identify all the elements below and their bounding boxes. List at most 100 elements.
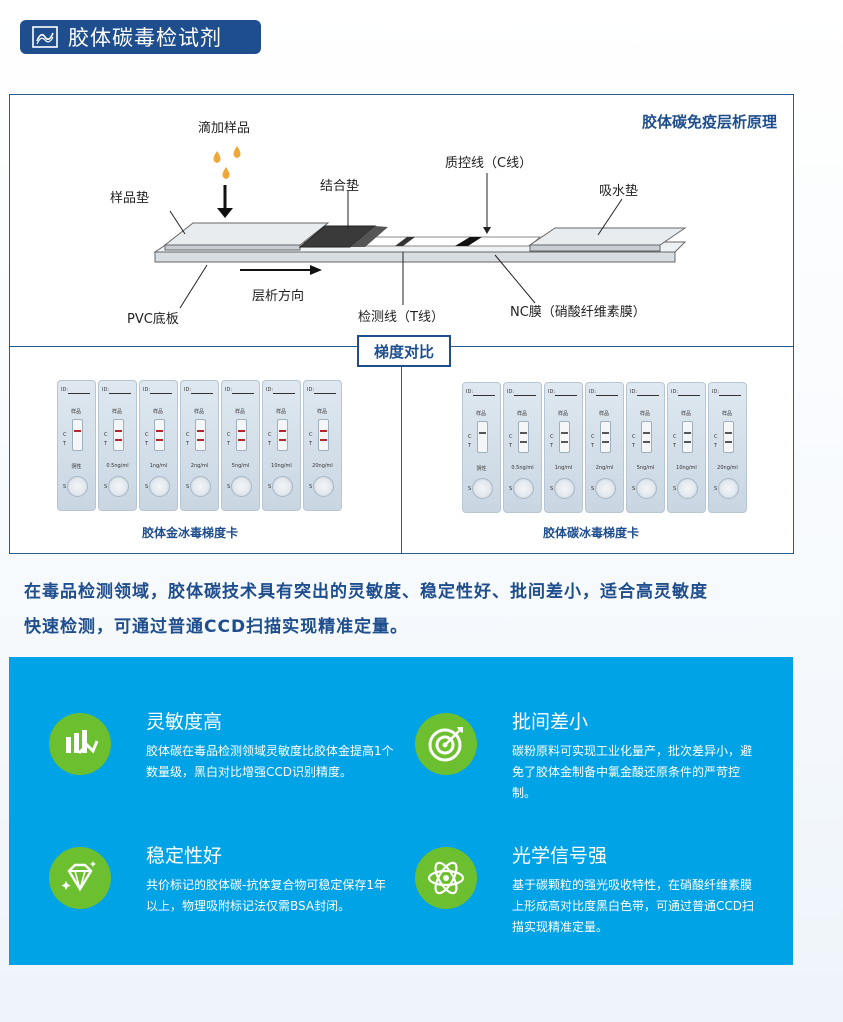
test-line-mark bbox=[238, 439, 245, 441]
control-line-mark bbox=[684, 432, 691, 434]
feature-title: 稳定性好 bbox=[146, 845, 223, 867]
control-line-mark bbox=[643, 432, 650, 434]
test-line-mark bbox=[115, 439, 122, 441]
arrow-down-icon bbox=[217, 208, 233, 218]
features-panel: 灵敏度高 胶体碳在毒品检测领域灵敏度比胶体金提高1个数量级，黑白对比增强CCD识… bbox=[9, 657, 793, 965]
test-line-mark bbox=[156, 439, 163, 441]
card-id-underline bbox=[473, 395, 495, 396]
card-id-underline bbox=[109, 393, 131, 394]
feature-icon-bg bbox=[415, 847, 477, 909]
card-s-mark: S bbox=[227, 484, 231, 490]
card-sample-label: 样品 bbox=[640, 411, 651, 417]
card-c-mark: C bbox=[268, 432, 272, 438]
card-id-label: ID: bbox=[102, 387, 110, 393]
card-s-mark: S bbox=[550, 486, 554, 492]
card-concentration-label: 20ng/ml bbox=[312, 463, 333, 469]
atom-icon bbox=[427, 861, 465, 895]
card-c-mark: C bbox=[714, 434, 718, 440]
card-id-label: ID: bbox=[61, 387, 69, 393]
card-c-mark: C bbox=[227, 432, 231, 438]
diagram-title: 胶体碳免疫层析原理 bbox=[641, 113, 777, 131]
control-line-mark bbox=[455, 237, 482, 246]
feature-icon-bg bbox=[415, 713, 477, 775]
sample-drop-icon bbox=[233, 146, 241, 158]
card-s-mark: S bbox=[591, 486, 595, 492]
test-line-mark bbox=[725, 441, 732, 443]
control-line-mark bbox=[156, 430, 163, 432]
drop-sample-label: 滴加样品 bbox=[198, 121, 251, 136]
nc-membrane-label: NC膜（硝酸纤维素膜） bbox=[510, 305, 646, 320]
card-result-window bbox=[477, 421, 488, 453]
card-sample-label: 样品 bbox=[558, 411, 569, 417]
card-id-label: ID: bbox=[307, 387, 315, 393]
feature-title: 批间差小 bbox=[512, 711, 589, 733]
card-id-underline bbox=[555, 395, 577, 396]
diamond-icon bbox=[61, 861, 96, 892]
sample-well bbox=[513, 478, 534, 499]
test-line-mark bbox=[520, 441, 527, 443]
control-line-mark bbox=[602, 432, 609, 434]
card-result-window bbox=[236, 419, 247, 451]
sample-well bbox=[718, 478, 739, 499]
card-sample-label: 样品 bbox=[153, 409, 164, 415]
control-line-mark bbox=[115, 430, 122, 432]
card-id-label: ID: bbox=[225, 387, 233, 393]
feature-desc: 碳粉原料可实现工业化量产，批次差异小，避免了胶体金制备中氯金酸还原条件的严苛控制… bbox=[512, 744, 753, 800]
test-line-mark bbox=[602, 441, 609, 443]
card-c-mark: C bbox=[509, 434, 513, 440]
card-result-window bbox=[559, 421, 570, 453]
feature-icon-bg bbox=[49, 847, 111, 909]
flow-direction-label: 层析方向 bbox=[252, 289, 305, 304]
sample-pad-label: 样品垫 bbox=[110, 191, 150, 206]
card-c-mark: C bbox=[468, 434, 472, 440]
bar-chart-icon bbox=[66, 730, 99, 755]
control-line-mark bbox=[520, 432, 527, 434]
card-concentration-label: 5ng/ml bbox=[231, 463, 250, 469]
card-sample-label: 样品 bbox=[476, 411, 487, 417]
pvc-backing-label: PVC底板 bbox=[127, 312, 179, 327]
card-concentration-label: 10ng/ml bbox=[676, 465, 697, 471]
sample-drop-icon bbox=[222, 167, 230, 179]
card-result-window bbox=[195, 419, 206, 451]
feature-icon-bg bbox=[49, 713, 111, 775]
card-concentration-label: 1ng/ml bbox=[554, 465, 573, 471]
card-sample-label: 样品 bbox=[71, 409, 82, 415]
card-id-underline bbox=[68, 393, 90, 394]
arrow-right-icon bbox=[310, 265, 322, 275]
logo-icon bbox=[32, 26, 58, 48]
control-line-mark bbox=[197, 430, 204, 432]
card-result-window bbox=[600, 421, 611, 453]
card-id-underline bbox=[637, 395, 659, 396]
control-line-mark bbox=[74, 430, 81, 432]
card-s-mark: S bbox=[268, 484, 272, 490]
test-line-mark bbox=[561, 441, 568, 443]
card-s-mark: S bbox=[63, 484, 67, 490]
card-s-mark: S bbox=[309, 484, 313, 490]
test-line-mark bbox=[684, 441, 691, 443]
card-sample-label: 样品 bbox=[194, 409, 205, 415]
header-badge: 胶体碳毒检试剂 bbox=[20, 20, 261, 54]
absorbent-pad-label: 吸水垫 bbox=[599, 184, 639, 199]
card-t-mark: T bbox=[591, 443, 595, 449]
card-id-label: ID: bbox=[184, 387, 192, 393]
sample-well bbox=[554, 478, 575, 499]
feature-title: 光学信号强 bbox=[512, 845, 608, 867]
card-c-mark: C bbox=[632, 434, 636, 440]
feature-title: 灵敏度高 bbox=[146, 711, 223, 733]
feature-desc: 共价标记的胶体碳-抗体复合物可稳定保存1年以上，物理吸附标记法仅需BSA封闭。 bbox=[146, 878, 386, 913]
card-c-mark: C bbox=[591, 434, 595, 440]
card-result-window bbox=[113, 419, 124, 451]
card-concentration-label: 0.5ng/ml bbox=[106, 463, 129, 469]
card-s-mark: S bbox=[186, 484, 190, 490]
card-t-mark: T bbox=[509, 443, 513, 449]
card-concentration-label: 2ng/ml bbox=[190, 463, 209, 469]
